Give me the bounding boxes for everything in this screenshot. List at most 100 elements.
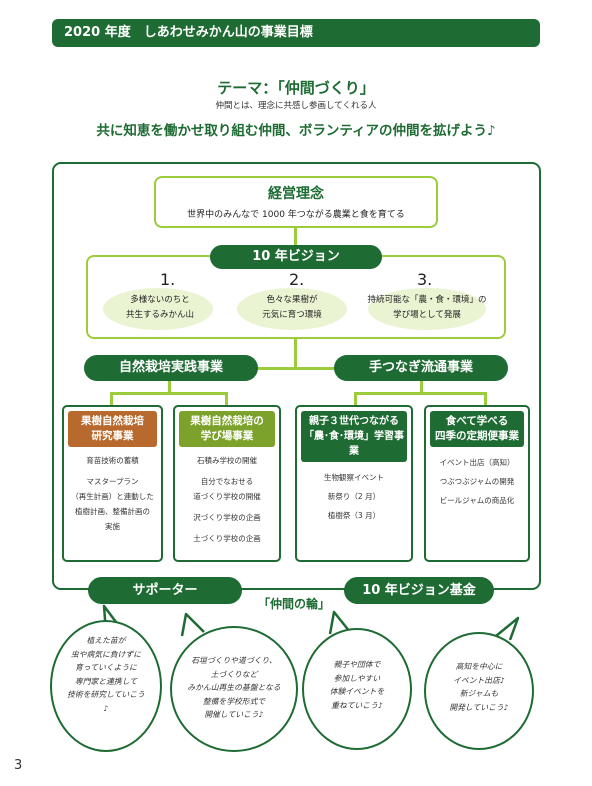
philosophy-text: 世界中のみんなで 1000 年つながる農業と食を育てる — [187, 210, 405, 220]
vision-blob-3 — [368, 288, 486, 330]
bubble-line: 重ねていこう♪ — [331, 700, 383, 710]
card-family: 親子３世代つながる 「農･食･環境」学習事業 生物観察イベント 新祭り（2 月）… — [295, 405, 413, 562]
card-title-line: 四季の定期便事業 — [435, 430, 519, 442]
bubble-3: 親子や団体で 参加しやすい 体験イベントを 重ねていこう♪ — [302, 628, 412, 750]
bubble-line: 新ジャムも — [459, 689, 499, 698]
page-header: 2020 年度 しあわせみかん山の事業目標 — [52, 19, 540, 47]
card-line: イベント出店（高知） — [439, 458, 515, 467]
vision-item-2-line1: 色々な果樹が — [266, 295, 318, 305]
vision-num-1: 1. — [160, 270, 176, 289]
connector-line — [420, 381, 423, 393]
bubble-2-text: 石垣づくりや道づくり、 土づくりなど みかん山再生の基盤となる 整備を学校形式で… — [172, 654, 296, 722]
connector-line — [110, 392, 228, 395]
card-research-body: 育苗技術の蓄積 マスタープラン （再生計画）と連動した 植樹計画、整備計画の 実… — [64, 453, 161, 534]
bubble-tail — [495, 616, 520, 640]
bubble-line: イベント出店♪ — [453, 675, 505, 685]
connector-line — [354, 392, 486, 395]
division-left: 自然栽培実践事業 — [84, 355, 258, 381]
card-family-title: 親子３世代つながる 「農･食･環境」学習事業 — [301, 411, 407, 462]
division-right: 手つなぎ流通事業 — [334, 355, 508, 381]
vision-label: 10 年ビジョン — [210, 245, 382, 269]
bubble-line: 専門家と連携して — [74, 676, 138, 686]
bubble-tail — [180, 612, 205, 637]
theme-title: テーマ：「仲間づくり」 — [217, 79, 375, 97]
bubble-line: 虫や病気に負けずに — [70, 649, 142, 659]
bubble-2: 石垣づくりや道づくり、 土づくりなど みかん山再生の基盤となる 整備を学校形式で… — [170, 626, 298, 752]
card-delivery: 食べて学べる 四季の定期便事業 イベント出店（高知） つぶつぶジャムの開発 ビー… — [424, 405, 530, 562]
card-line: 石積み学校の開催 — [197, 456, 257, 465]
card-title-line: 果樹自然栽培の — [190, 415, 264, 427]
bubble-4: 高知を中心に イベント出店♪ 新ジャムも 開発していこう♪ — [424, 632, 534, 750]
card-learning-body: 石積み学校の開催 自分でなおせる 道づくり学校の開催 沢づくり学校の企画 土づく… — [175, 453, 279, 546]
bubble-line: 親子や団体で — [333, 660, 381, 669]
vision-item-1: 多様ないのちと 共生するみかん山 — [100, 293, 220, 323]
card-line: （再生計画）と連動した — [71, 492, 154, 501]
vision-item-2-line2: 元気に育つ環境 — [262, 310, 322, 320]
bubble-line: 開発していこう♪ — [449, 702, 509, 712]
card-line: 植樹計画、整備計画の — [75, 507, 150, 516]
card-line: マスタープラン — [86, 477, 139, 486]
vision-num-3: 3. — [417, 270, 433, 289]
card-line: 自分でなおせる — [200, 477, 254, 486]
bubble-line: 開催していこう♪ — [204, 710, 264, 719]
connector-line — [225, 392, 228, 406]
bubble-line: 技術を研究していこう — [67, 690, 145, 699]
card-family-body: 生物観察イベント 新祭り（2 月） 植樹祭（3 月） — [297, 468, 411, 525]
card-line: 道づくり学校の開催 — [193, 492, 261, 501]
bubble-line: 植えた苗が — [86, 636, 126, 645]
bubble-line: 石垣づくりや道づくり、 — [191, 656, 277, 665]
connector-line — [168, 381, 171, 393]
connector-line — [484, 392, 487, 406]
card-line: 植樹祭（3 月） — [327, 511, 381, 520]
bubble-line: 育っていくように — [75, 663, 137, 672]
card-title-line: 研究事業 — [91, 430, 134, 442]
bubble-3-text: 親子や団体で 参加しやすい 体験イベントを 重ねていこう♪ — [304, 658, 410, 712]
card-research-title: 果樹自然栽培 研究事業 — [68, 411, 157, 447]
bubble-line: 土づくりなど — [210, 669, 258, 679]
bubble-1-text: 植えた苗が 虫や病気に負けずに 育っていくように 専門家と連携して 技術を研究し… — [52, 634, 160, 715]
card-title-line: 「農･食･環境」学習事業 — [304, 431, 404, 457]
card-delivery-title: 食べて学べる 四季の定期便事業 — [430, 411, 524, 447]
vision-item-1-line1: 多様ないのちと — [130, 295, 190, 305]
card-line: 生物観察イベント — [324, 473, 384, 482]
card-title-line: 学び場事業 — [200, 430, 254, 442]
theme-subtitle: 仲間とは、理念に共感し参画してくれる人 — [215, 101, 377, 111]
bubble-line: 整備を学校形式で — [202, 696, 266, 706]
vision-item-3-line1: 持続可能な「農・食・環境」の — [367, 295, 487, 305]
card-line: 実施 — [105, 522, 120, 531]
page-number: 3 — [14, 758, 23, 773]
card-learning: 果樹自然栽培の 学び場事業 石積み学校の開催 自分でなおせる 道づくり学校の開催… — [173, 405, 281, 562]
vision-item-1-line2: 共生するみかん山 — [125, 310, 194, 320]
main-frame — [52, 162, 541, 590]
connector-line — [110, 392, 113, 406]
card-research: 果樹自然栽培 研究事業 育苗技術の蓄積 マスタープラン （再生計画）と連動した … — [62, 405, 163, 562]
connector-line — [294, 338, 297, 368]
vision-blob-2 — [237, 288, 347, 330]
card-title-line: 食べて学べる — [445, 415, 509, 427]
fund-pill: 10 年ビジョン基金 — [344, 577, 494, 604]
philosophy-title: 経営理念 — [268, 186, 324, 202]
card-line: ビールジャムの商品化 — [439, 496, 515, 505]
card-line: 新祭り（2 月） — [327, 492, 381, 501]
bubble-line: ♪ — [103, 703, 109, 713]
supporter-pill: サポーター — [88, 577, 242, 604]
connector-line — [354, 392, 357, 406]
philosophy-box: 経営理念 世界中のみんなで 1000 年つながる農業と食を育てる — [154, 176, 438, 228]
connector-line — [294, 227, 297, 249]
vision-item-3: 持続可能な「農・食・環境」の 学び場として発展 — [346, 293, 508, 323]
card-line: つぶつぶジャムの開発 — [439, 477, 515, 486]
vision-blob-1 — [103, 288, 213, 330]
bubble-line: 体験イベントを — [329, 687, 385, 696]
bubble-line: 高知を中心に — [455, 662, 503, 671]
theme-slogan: 共に知恵を働かせ取り組む仲間、ボランティアの仲間を拡げよう♪ — [96, 123, 496, 139]
bubble-4-text: 高知を中心に イベント出店♪ 新ジャムも 開発していこう♪ — [426, 660, 532, 714]
ring-label: 「仲間の輪」 — [246, 595, 342, 612]
card-title-line: 果樹自然栽培 — [81, 415, 144, 427]
card-learning-title: 果樹自然栽培の 学び場事業 — [179, 411, 275, 447]
card-line: 沢づくり学校の企画 — [193, 513, 261, 522]
card-line: 育苗技術の蓄積 — [86, 456, 139, 465]
connector-line — [225, 367, 367, 370]
bubble-line: みかん山再生の基盤となる — [187, 683, 281, 692]
vision-item-2: 色々な果樹が 元気に育つ環境 — [232, 293, 352, 323]
card-line: 土づくり学校の企画 — [193, 534, 261, 543]
